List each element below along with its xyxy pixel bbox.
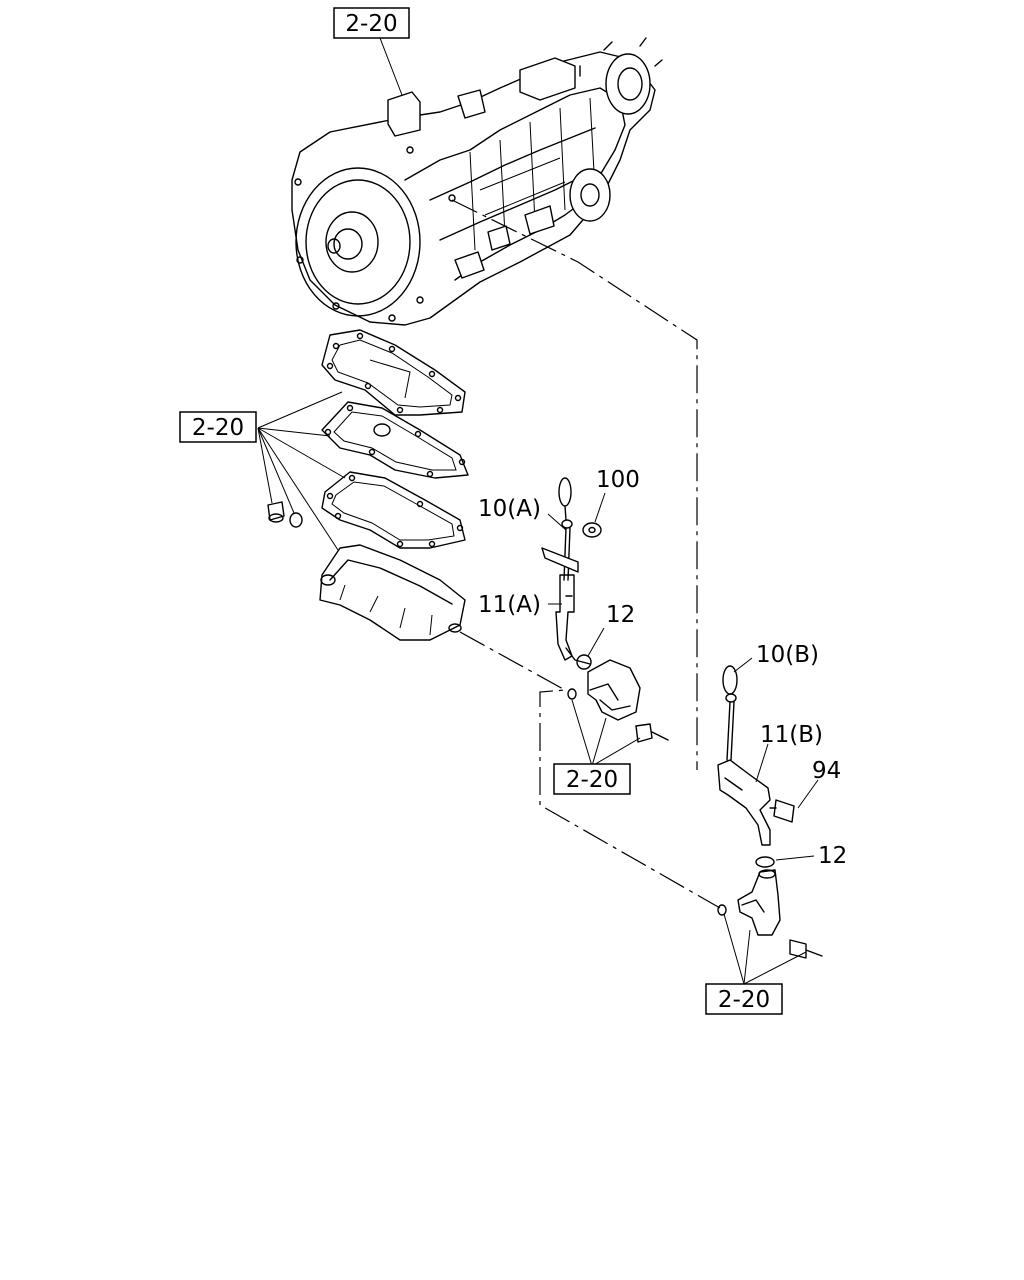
label-12a: 12 [606, 602, 635, 628]
label-12b: 12 [818, 843, 847, 869]
label-100: 100 [596, 467, 640, 493]
ref-box-mid[interactable]: 2-20 [553, 763, 631, 795]
label-94: 94 [812, 758, 841, 784]
leader-12b [775, 855, 815, 861]
svg-text:2-20: 2-20 [192, 415, 244, 441]
label-10b: 10(B) [756, 642, 819, 668]
leader-100 [594, 492, 606, 523]
ref-box-bottom[interactable]: 2-20 [705, 983, 783, 1015]
svg-text:2-20: 2-20 [566, 767, 618, 793]
leader-12a [587, 627, 605, 657]
dashed-link-transmission-to-tube-b [451, 199, 698, 770]
leader-ref-bottom [723, 913, 807, 985]
ref-box-top[interactable]: 2-20 [333, 7, 410, 39]
leader-ref-left [257, 391, 346, 551]
leader-94 [797, 779, 819, 809]
oil-pan-gasket-stack [319, 329, 469, 641]
label-11b: 11(B) [760, 722, 823, 748]
label-11a: 11(A) [478, 592, 541, 618]
transmission-assembly [291, 37, 663, 326]
ref-box-left[interactable]: 2-20 [179, 411, 257, 443]
dipstick-b-assembly [717, 665, 823, 959]
leader-10a [547, 513, 567, 531]
leader-11b [755, 743, 769, 783]
svg-text:2-20: 2-20 [718, 987, 770, 1013]
label-10a: 10(A) [478, 496, 541, 522]
leader-ref-top [379, 37, 403, 96]
svg-text:2-20: 2-20 [345, 11, 397, 37]
dashed-link-pan-to-bracket-a [459, 631, 721, 909]
leader-10b [733, 657, 753, 673]
leader-ref-mid [571, 699, 641, 767]
drain-plug [267, 501, 303, 528]
dipstick-a-assembly [541, 477, 669, 743]
